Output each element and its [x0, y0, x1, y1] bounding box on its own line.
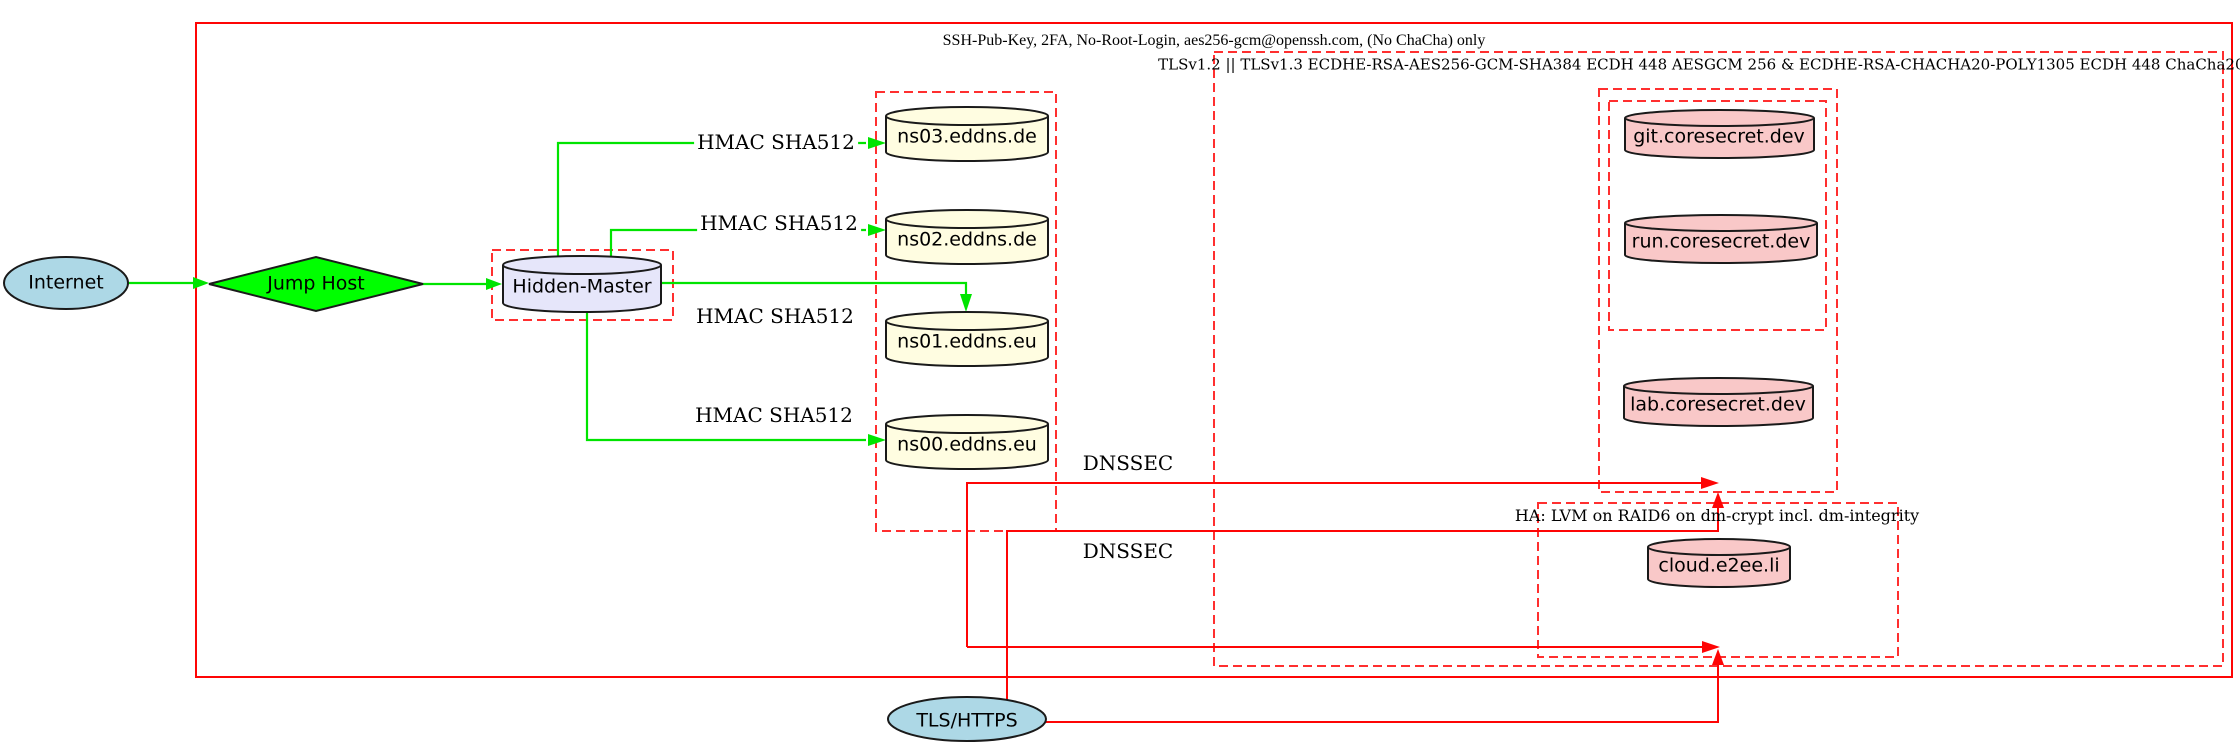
- hmac-label-ns03: HMAC SHA512: [694, 132, 858, 152]
- arrowhead-cloud-right: [1702, 641, 1720, 653]
- edge-tls-services-1: [1006, 507, 1719, 700]
- arrowhead-ns03: [868, 137, 886, 149]
- ns02-cylinder: [885, 209, 1049, 265]
- cloud-node-label: cloud.e2ee.li: [1658, 554, 1780, 577]
- ssh-cluster-border: [195, 22, 2233, 678]
- arrowhead-services-up: [1712, 492, 1724, 508]
- arrowhead-services-right: [1701, 477, 1719, 489]
- dnssec-label-upper: DNSSEC: [1079, 453, 1177, 473]
- tls-https-node-label: TLS/HTTPS: [916, 709, 1018, 732]
- tls-https-node-shape: [887, 696, 1047, 742]
- hidden-master-cylinder: [502, 255, 662, 313]
- ns01-node-label: ns01.eddns.eu: [897, 330, 1037, 353]
- green-arrowheads: [193, 137, 972, 446]
- internet-node-label: Internet: [28, 271, 104, 294]
- red-arrowheads: [1701, 477, 1724, 665]
- arrowhead-ns02: [868, 224, 886, 236]
- edge-hiddenmaster-ns03: [556, 141, 866, 256]
- ha-cluster-label: HA: LVM on RAID6 on dm-crypt incl. dm-in…: [1514, 506, 1920, 525]
- ns01-cylinder: [885, 311, 1049, 367]
- git-run-cluster-border: [1608, 100, 1827, 331]
- ns00-node-label: ns00.eddns.eu: [897, 433, 1037, 456]
- edge-hiddenmaster-ns00: [585, 312, 866, 442]
- lab-cylinder: [1623, 377, 1814, 427]
- hmac-label-ns01: HMAC SHA512: [693, 306, 857, 326]
- run-node-label: run.coresecret.dev: [1631, 230, 1811, 253]
- arrowhead-ns00: [868, 434, 886, 446]
- ns03-cylinder: [885, 106, 1049, 162]
- lab-node-label: lab.coresecret.dev: [1630, 393, 1806, 416]
- hmac-label-ns02: HMAC SHA512: [697, 213, 861, 233]
- arrowhead-hiddenmaster: [486, 278, 502, 290]
- hmac-label-ns00: HMAC SHA512: [692, 405, 856, 425]
- arrowhead-cloud-up: [1712, 649, 1724, 665]
- ns02-node-label: ns02.eddns.de: [897, 228, 1037, 251]
- internet-node-shape: [3, 256, 129, 310]
- arrowhead-ns01: [960, 294, 972, 312]
- hidden-master-node-label: Hidden-Master: [512, 275, 652, 298]
- jump-host-node-label: Jump Host: [267, 272, 365, 295]
- edge-hiddenmaster-ns01: [661, 281, 968, 296]
- git-cylinder: [1624, 109, 1815, 159]
- tls-cluster-label: TLSv1.2 || TLSv1.3 ECDHE-RSA-AES256-GCM-…: [1158, 55, 2240, 74]
- edge-dnssec-services: [966, 482, 1701, 647]
- ns03-node-label: ns03.eddns.de: [897, 125, 1037, 148]
- tls-cluster-border: [1213, 51, 2224, 667]
- jump-host-node-shape: [208, 255, 424, 313]
- run-cylinder: [1624, 214, 1818, 264]
- ns00-cylinder: [885, 414, 1049, 470]
- git-node-label: git.coresecret.dev: [1633, 125, 1805, 148]
- arrowhead-jumphost: [193, 277, 209, 289]
- edge-tls-cloud-1: [1046, 664, 1719, 723]
- cloud-cylinder: [1647, 538, 1791, 588]
- dnssec-label-lower: DNSSEC: [1079, 541, 1177, 561]
- ssh-cluster-label: SSH-Pub-Key, 2FA, No-Root-Login, aes256-…: [942, 32, 1486, 49]
- red-edges: [966, 482, 1719, 723]
